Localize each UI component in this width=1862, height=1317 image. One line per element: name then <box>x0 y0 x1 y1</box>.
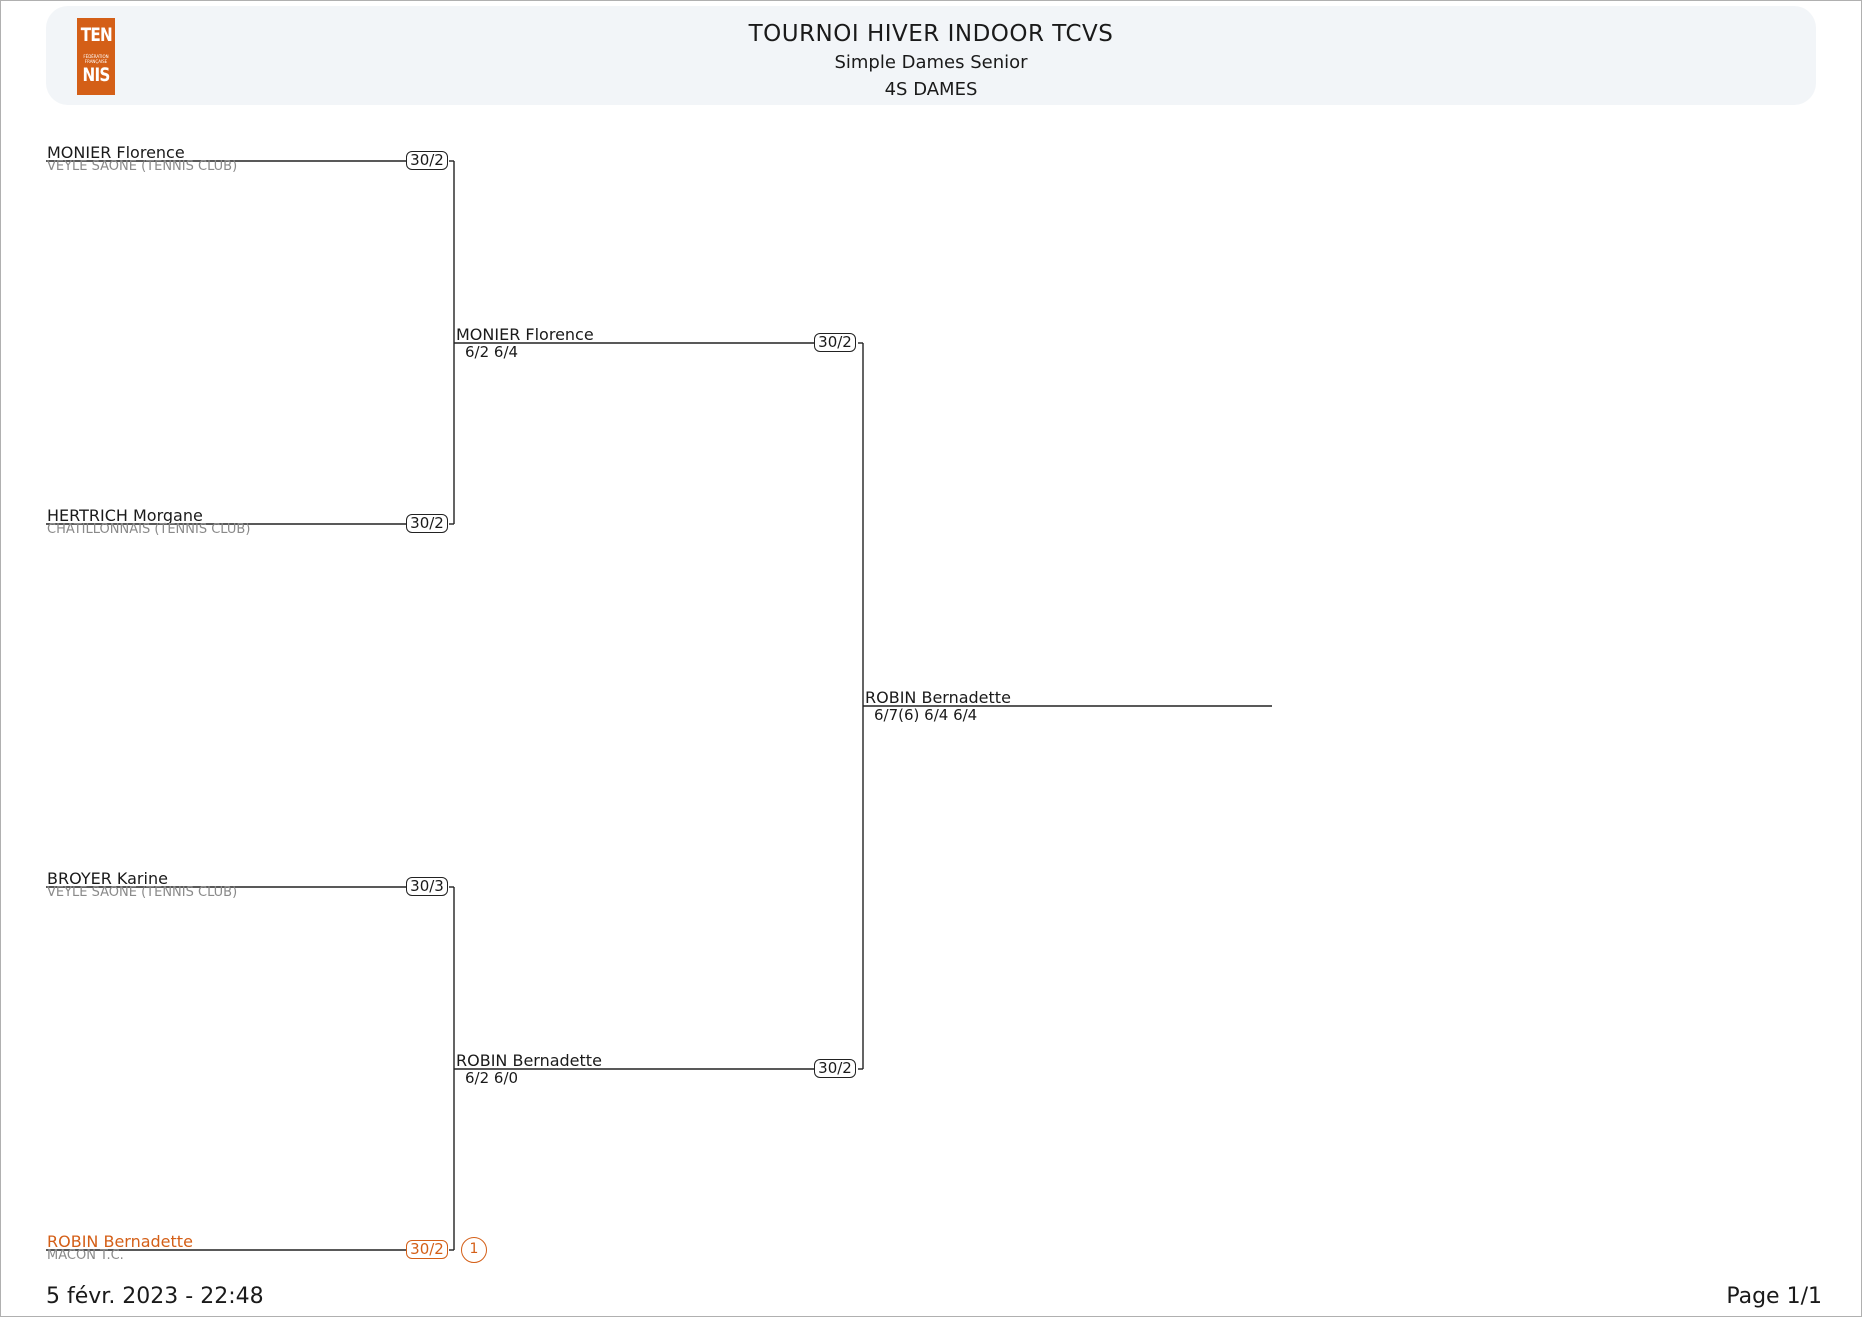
page-number: Page 1/1 <box>1726 1284 1822 1309</box>
r1-player-2-name: HERTRICH Morgane <box>47 506 203 525</box>
r1-player-1-rank-badge: 30/2 <box>406 151 448 170</box>
r1-player-2-rank-badge: 30/2 <box>406 514 448 533</box>
logo-text-middle: FÉDÉRATION FRANÇAISE <box>83 54 109 64</box>
r1-player-4-name: ROBIN Bernadette <box>47 1232 193 1251</box>
r1-player-3-name: BROYER Karine <box>47 869 168 888</box>
r2-player-1-score: 6/2 6/4 <box>465 343 519 361</box>
final-score: 6/7(6) 6/4 6/4 <box>874 706 978 724</box>
r1-player-4-club: MACON T.C. <box>47 1248 124 1263</box>
seed-badge: 1 <box>461 1237 487 1263</box>
r2-player-2-name: ROBIN Bernadette <box>456 1051 602 1070</box>
print-date: 5 févr. 2023 - 22:48 <box>46 1284 264 1309</box>
r1-player-1-club: VEYLE SAONE (TENNIS CLUB) <box>47 159 238 174</box>
event-subtitle: Simple Dames Senior <box>834 52 1028 73</box>
r1-player-3-rank-badge: 30/3 <box>406 877 448 896</box>
r2-player-1-name: MONIER Florence <box>456 325 594 344</box>
r2-player-1-rank-badge: 30/2 <box>814 333 856 352</box>
tennis-logo-icon: TEN FÉDÉRATION FRANÇAISE NIS <box>77 18 115 95</box>
r1-player-3-club: VEYLE SAONE (TENNIS CLUB) <box>47 885 238 900</box>
r1-player-1-name: MONIER Florence <box>47 143 185 162</box>
draw-name: 4S DAMES <box>884 79 978 100</box>
r2-player-2-rank-badge: 30/2 <box>814 1059 856 1078</box>
logo-text-top: TEN <box>80 24 113 46</box>
header-banner: TEN FÉDÉRATION FRANÇAISE NIS TOURNOI HIV… <box>46 6 1816 105</box>
logo-text-bottom: NIS <box>82 64 111 86</box>
r1-player-4-rank-badge: 30/2 <box>406 1240 448 1259</box>
r2-player-2-score: 6/2 6/0 <box>465 1069 519 1087</box>
winner-name: ROBIN Bernadette <box>865 688 1011 707</box>
tournament-title: TOURNOI HIVER INDOOR TCVS <box>748 21 1114 47</box>
r1-player-2-club: CHATILLONNAIS (TENNIS CLUB) <box>47 522 251 537</box>
